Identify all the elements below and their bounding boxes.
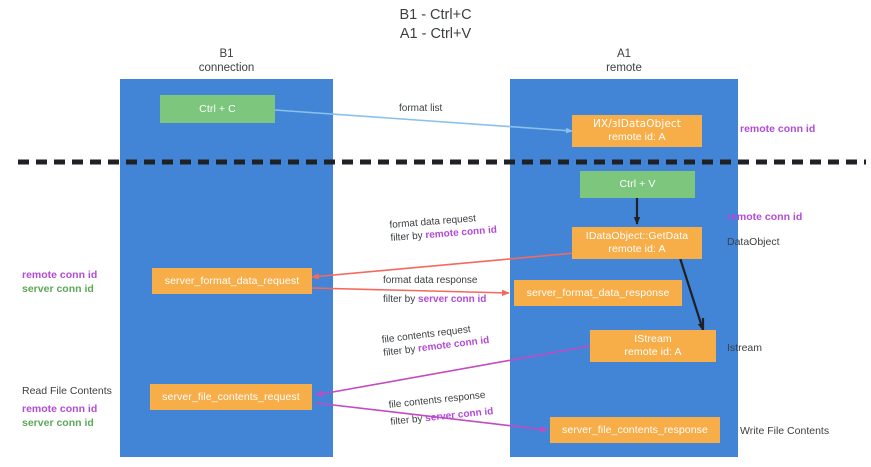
- annotation-remote-conn-id-mid: remote conn id: [727, 211, 802, 225]
- annotation-istream-text: Istream: [727, 342, 763, 354]
- annotation-left-server-conn-id-2: server conn id: [22, 416, 94, 429]
- edge-label-format-list: format list: [399, 102, 442, 115]
- node-server-format-data-request[interactable]: server_format_data_request: [152, 268, 312, 294]
- node-server-file-contents-request[interactable]: server_file_contents_request: [150, 384, 312, 410]
- node-server-file-contents-request-label: server_file_contents_request: [162, 390, 300, 403]
- node-istream-line2: remote id: A: [624, 346, 682, 358]
- filter-prefix: filter by: [389, 413, 426, 428]
- column-header-b1: B1 connection: [120, 47, 333, 75]
- column-a1-sub: remote: [606, 62, 642, 74]
- node-server-format-data-response-label: server_format_data_response: [526, 286, 670, 299]
- node-getdata-line1: IDataObject::GetData: [585, 230, 689, 242]
- node-istream-line1: IStream: [634, 333, 672, 345]
- annotation-remote-conn-id-top: remote conn id: [740, 123, 815, 137]
- title-line-2: A1 - Ctrl+V: [399, 26, 472, 42]
- node-ctrl-v-label: Ctrl + V: [619, 178, 656, 190]
- column-header-a1: A1 remote: [510, 47, 738, 75]
- node-getdata-line2: remote id: A: [608, 243, 666, 255]
- title-line-1: B1 - Ctrl+C: [399, 7, 472, 23]
- node-istream[interactable]: IStream remote id: A: [590, 330, 716, 362]
- annotation-istream: Istream: [727, 342, 762, 356]
- node-ctrl-v[interactable]: Ctrl + V: [580, 171, 695, 198]
- edge-label-file-contents-request: file contents request filter by remote c…: [381, 321, 490, 360]
- filter-prefix: filter by: [390, 230, 426, 244]
- annotation-left-conn-ids-2: remote conn id server conn id: [22, 403, 97, 430]
- edge-label-format-list-line1: format list: [399, 103, 443, 114]
- annotation-left-conn-ids: remote conn id server conn id: [22, 269, 97, 296]
- annotation-left-server-conn-id: server conn id: [22, 282, 94, 295]
- annotation-write-file-contents: Write File Contents: [740, 425, 829, 439]
- column-b1-sub: connection: [198, 62, 255, 74]
- annotation-dataobject-text: DataObject: [727, 236, 780, 248]
- node-remote-dataobject[interactable]: ИХ/зIDataObject remote id: A: [572, 115, 702, 147]
- edge-label-format-data-request: format data request filter by remote con…: [389, 211, 497, 245]
- annotation-left-remote-conn-id: remote conn id: [22, 269, 98, 281]
- annotation-dataobject: DataObject: [727, 236, 780, 250]
- annotation-remote-conn-id-top-text: remote conn id: [740, 123, 816, 135]
- column-b1-name: B1: [219, 48, 234, 60]
- node-ctrl-c[interactable]: Ctrl + C: [160, 95, 275, 123]
- node-server-format-data-request-label: server_format_data_request: [164, 274, 300, 287]
- edge-label-format-data-response-line1: format data response: [383, 275, 478, 286]
- node-server-file-contents-response-label: server_file_contents_response: [562, 423, 708, 436]
- edge-label-format-data-response-line2: filter by server conn id: [383, 293, 486, 306]
- filter-prefix: filter by: [382, 343, 419, 359]
- filter-key-server-conn-id: server conn id: [418, 294, 487, 305]
- page-title: B1 - Ctrl+C A1 - Ctrl+V: [0, 6, 871, 44]
- node-ctrl-c-label: Ctrl + C: [199, 102, 236, 115]
- edge-label-file-contents-response: file contents response filter by server …: [388, 388, 494, 429]
- annotation-write-file-contents-text: Write File Contents: [740, 425, 830, 437]
- node-idataobject-getdata[interactable]: IDataObject::GetData remote id: A: [572, 227, 702, 259]
- node-server-format-data-response[interactable]: server_format_data_response: [514, 280, 682, 306]
- annotation-read-file-contents-text: Read File Contents: [22, 385, 112, 397]
- annotation-left-remote-conn-id-2: remote conn id: [22, 403, 98, 415]
- edge-label-format-data-response: format data response filter by server co…: [383, 274, 486, 306]
- filter-prefix: filter by: [383, 294, 419, 305]
- node-server-file-contents-response[interactable]: server_file_contents_response: [550, 417, 720, 443]
- filter-key-server-conn-id: server conn id: [424, 406, 494, 425]
- column-a1-name: A1: [616, 48, 632, 60]
- node-remote-dataobject-line2: remote id: A: [608, 131, 666, 143]
- node-remote-dataobject-line1: ИХ/зIDataObject: [592, 118, 682, 130]
- annotation-remote-conn-id-mid-text: remote conn id: [727, 211, 803, 223]
- annotation-read-file-contents: Read File Contents: [22, 385, 112, 399]
